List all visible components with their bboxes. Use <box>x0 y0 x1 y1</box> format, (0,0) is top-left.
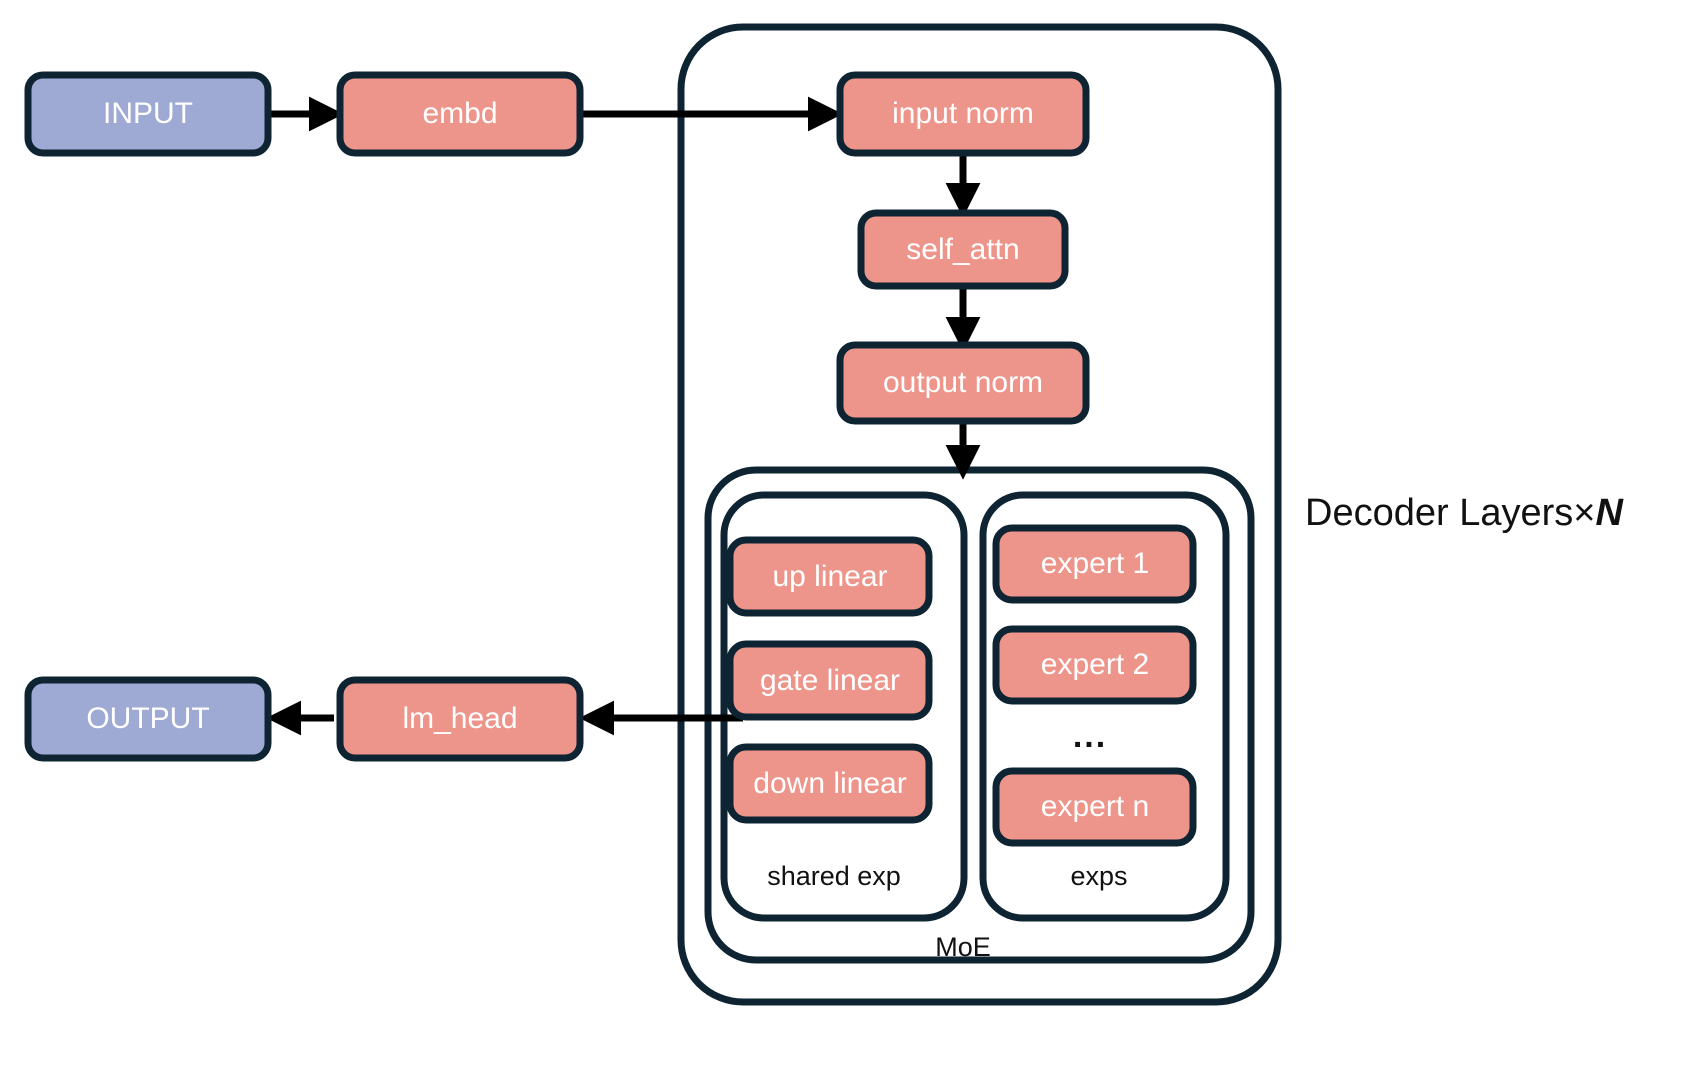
node-input[interactable]: INPUT <box>24 71 272 157</box>
experts-ellipsis: ... <box>1073 717 1107 755</box>
decoder-layers-boundary <box>677 23 1282 1006</box>
node-output-norm-box[interactable] <box>836 341 1090 425</box>
node-self-attn-box[interactable] <box>857 209 1069 290</box>
node-expert-n[interactable]: expert n <box>992 767 1197 847</box>
node-expert-1-box[interactable] <box>992 524 1197 604</box>
node-down-linear-box[interactable] <box>726 743 933 824</box>
decoder-layers-label: Decoder Layers×N <box>1305 492 1624 534</box>
node-expert-n-box[interactable] <box>992 767 1197 847</box>
shared-exp-group-label: shared exp <box>767 861 901 891</box>
node-up-linear[interactable]: up linear <box>726 536 933 617</box>
node-lm-head[interactable]: lm_head <box>336 676 584 762</box>
node-embd[interactable]: embd <box>336 71 584 157</box>
node-gate-linear[interactable]: gate linear <box>726 640 933 721</box>
node-expert-2-box[interactable] <box>992 625 1197 705</box>
node-self-attn[interactable]: self_attn <box>857 209 1069 290</box>
node-output-norm[interactable]: output norm <box>836 341 1090 425</box>
moe-group-label: MoE <box>935 932 991 962</box>
node-expert-2[interactable]: expert 2 <box>992 625 1197 705</box>
node-output[interactable]: OUTPUT <box>24 676 272 762</box>
node-expert-1[interactable]: expert 1 <box>992 524 1197 604</box>
node-input-box[interactable] <box>24 71 272 157</box>
node-down-linear[interactable]: down linear <box>726 743 933 824</box>
node-lm-head-box[interactable] <box>336 676 584 762</box>
exps-group-boundary <box>979 491 1230 922</box>
node-up-linear-box[interactable] <box>726 536 933 617</box>
node-output-box[interactable] <box>24 676 272 762</box>
node-gate-linear-box[interactable] <box>726 640 933 721</box>
node-input-norm[interactable]: input norm <box>836 71 1090 157</box>
decoder-layers-label-prefix: Decoder Layers× <box>1305 492 1595 534</box>
shared-exp-group-boundary <box>720 491 968 922</box>
node-input-norm-box[interactable] <box>836 71 1090 157</box>
decoder-layers-label-multiplier: N <box>1595 492 1624 534</box>
exps-group-label: exps <box>1070 861 1127 891</box>
node-embd-box[interactable] <box>336 71 584 157</box>
